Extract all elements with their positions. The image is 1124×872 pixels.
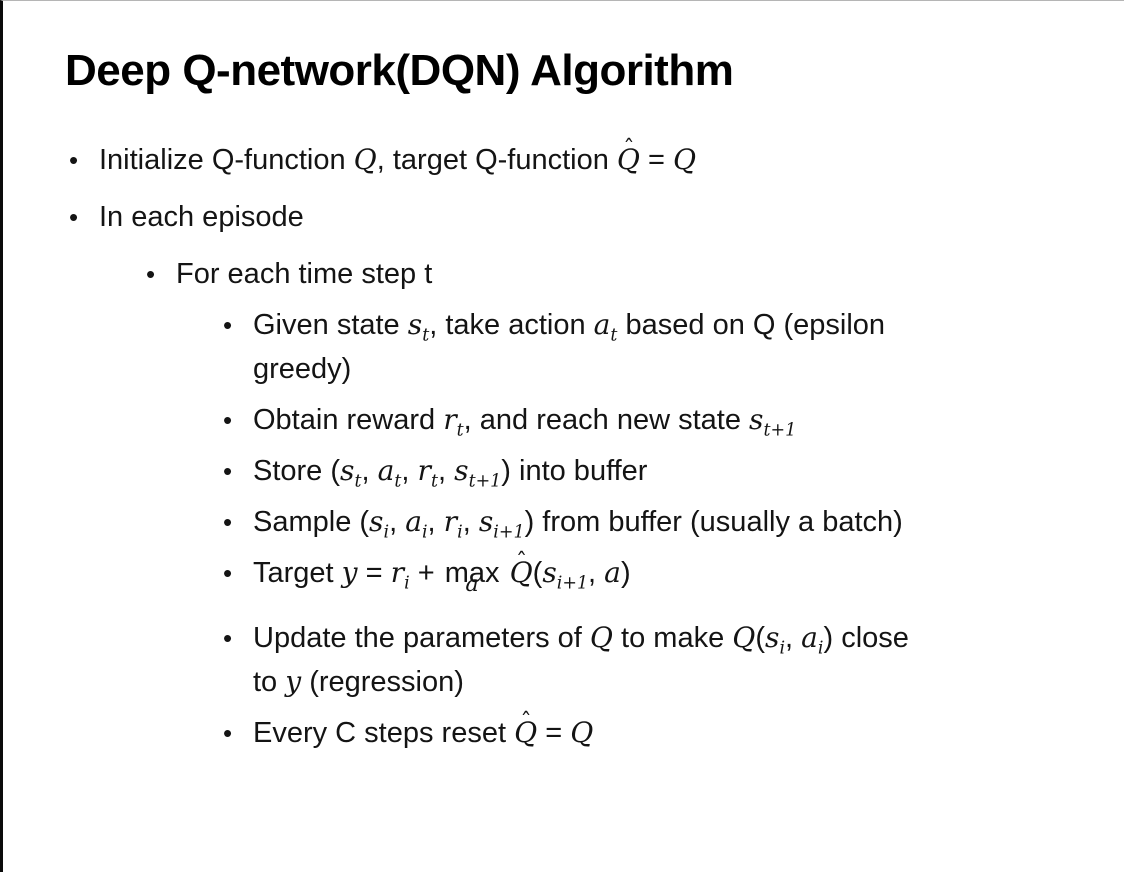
bullet-text: Store (st, at, rt, st+1) into buffer [253,453,648,492]
bullet-list: • Initialize Q-function Q, target Q-funct… [3,136,1124,755]
bullet-marker: • [223,455,233,486]
bullet-marker: • [223,506,233,537]
bullet-text: Sample (si, ai, ri, si+1) from buffer (u… [253,504,903,543]
bullet-text: In each episode [99,200,304,233]
bullet-text: Update the parameters of Q to make Q(si,… [253,620,909,698]
bullet-item: • Given state st, take action at based on… [3,303,1124,391]
bullet-item: • Store (st, at, rt, st+1) into buffer [3,449,1124,493]
bullet-text: Obtain reward rt, and reach new state st… [253,402,797,441]
bullet-item: • In each episode [3,195,1124,239]
bullet-item: • Initialize Q-function Q, target Q-funct… [3,136,1124,182]
bullet-marker: • [223,309,233,340]
bullet-text: For each time step t [176,257,433,290]
bullet-marker: • [69,144,79,175]
bullet-marker: • [69,201,79,232]
slide-title: Deep Q-network(DQN) Algorithm [65,46,734,95]
bullet-marker: • [146,258,156,289]
bullet-item: • For each time step t [3,252,1124,296]
bullet-item: • Update the parameters of Q to make Q(si… [3,616,1124,704]
bullet-text: Given state st, take action at based on … [253,307,886,385]
bullet-marker: • [223,717,233,748]
bullet-marker: • [223,622,233,653]
bullet-marker: • [223,404,233,435]
bullet-item: • Sample (si, ai, ri, si+1) from buffer (… [3,500,1124,544]
bullet-text: Initialize Q-function Q, target Q-functi… [99,136,697,176]
bullet-marker: • [223,557,233,588]
bullet-item: • Obtain reward rt, and reach new state s… [3,398,1124,442]
